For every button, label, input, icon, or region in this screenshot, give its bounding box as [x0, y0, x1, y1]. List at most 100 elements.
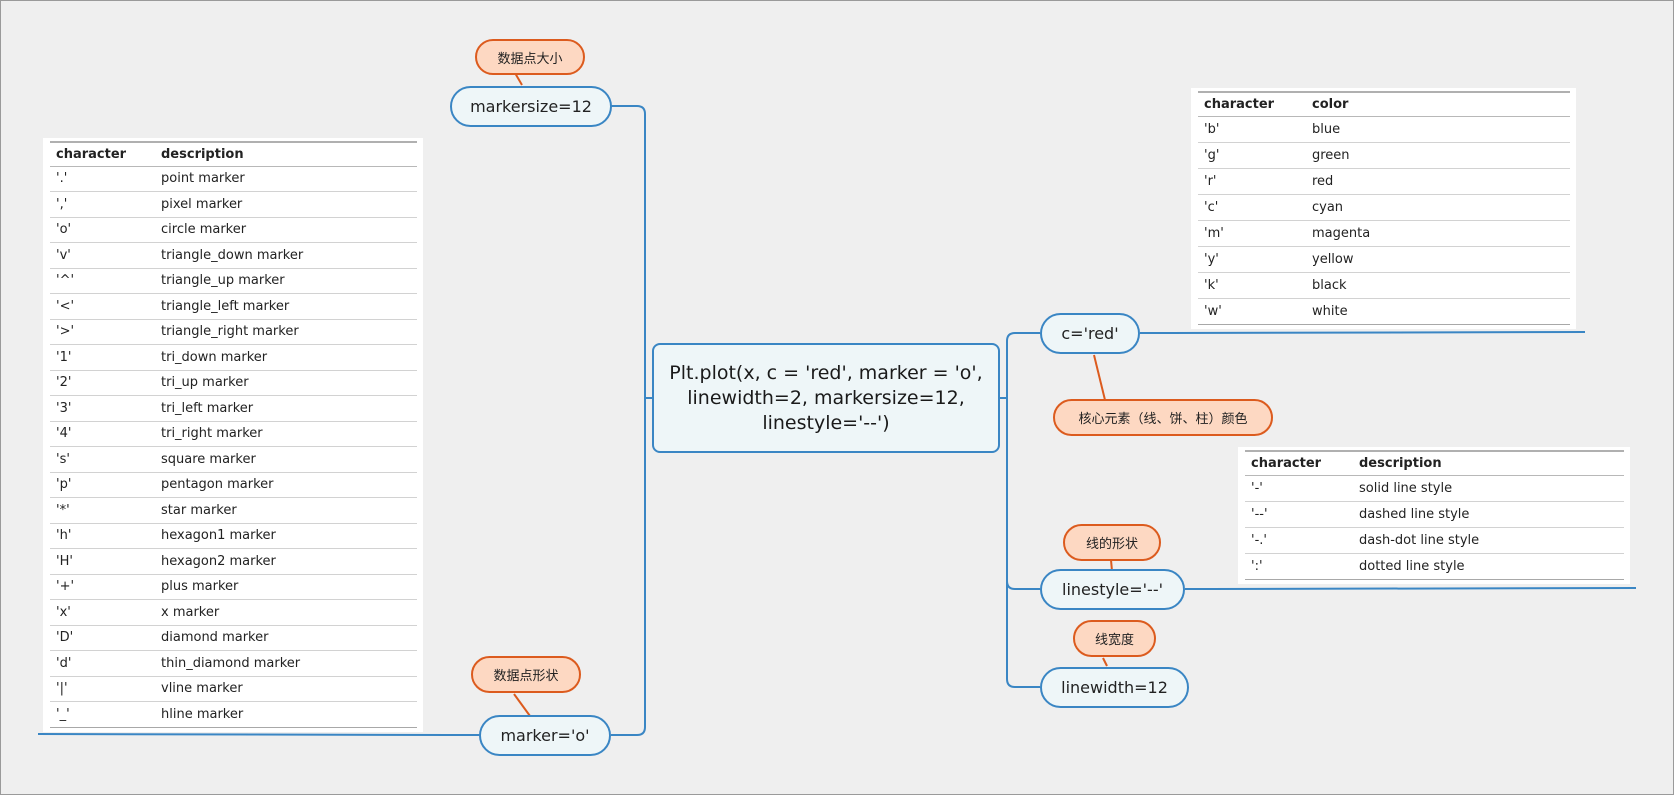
- table-cell-character: '4': [56, 426, 72, 442]
- table-cell-description: plus marker: [161, 579, 239, 595]
- table-cell-character: ':': [1251, 559, 1263, 574]
- table-cell-description: green: [1312, 148, 1350, 163]
- topic-markersize[interactable]: markersize=12: [450, 86, 612, 127]
- table-row: 'x'x marker: [50, 600, 417, 626]
- table-cell-character: '3': [56, 400, 72, 416]
- table-row: 'v'triangle_down marker: [50, 243, 417, 269]
- table-row: 'r' red: [1198, 169, 1570, 195]
- table-row: 'y'yellow: [1198, 247, 1570, 273]
- table-row: 'o'circle marker: [50, 218, 417, 243]
- table-cell-description: tri_left marker: [161, 400, 254, 416]
- central-topic-line-3: linestyle='--'): [762, 411, 890, 434]
- note-link-color: [1093, 354, 1106, 401]
- table-header-cell: color: [1312, 97, 1349, 112]
- branch-line-color: [1000, 332, 1040, 399]
- table-row: '<'triangle_left marker: [50, 294, 417, 320]
- table-cell-character: '^': [56, 273, 75, 289]
- topic-markersize-label: markersize=12: [470, 97, 592, 116]
- table-cell-description: tri_right marker: [161, 426, 263, 442]
- table-row: '.'point marker: [50, 167, 417, 192]
- table-cell-description: tri_up marker: [161, 375, 249, 391]
- table-cell-description: white: [1312, 304, 1348, 319]
- table-cell-character: 'k': [1204, 278, 1219, 293]
- table-row: '3' tri_left marker: [50, 396, 417, 422]
- table-cell-description: triangle_up marker: [161, 273, 285, 289]
- table-cell-description: dashed line style: [1359, 507, 1470, 522]
- table-row: 'w'white: [1198, 299, 1570, 325]
- table-row: 'k' black: [1198, 273, 1570, 299]
- table-row: ',' pixel marker: [50, 192, 417, 218]
- table-row: 'c'cyan: [1198, 195, 1570, 221]
- note-linestyle[interactable]: 线的形状: [1063, 524, 1161, 561]
- table-cell-character: '--': [1251, 507, 1268, 522]
- table-cell-character: 'D': [56, 630, 74, 646]
- table-cell-description: pixel marker: [161, 196, 243, 212]
- table-cell-description: diamond marker: [161, 630, 269, 646]
- table-cell-character: 'o': [56, 222, 72, 238]
- topic-color[interactable]: c='red': [1040, 313, 1140, 354]
- central-topic[interactable]: Plt.plot(x, c = 'red', marker = 'o', lin…: [652, 343, 1000, 453]
- table-cell-character: 'h': [56, 528, 72, 544]
- note-marker[interactable]: 数据点形状: [471, 656, 581, 693]
- table-cell-character: 'd': [56, 655, 72, 671]
- note-markersize-label: 数据点大小: [497, 51, 563, 67]
- table-cell-character: '1': [56, 349, 72, 365]
- table-cell-character: '>': [56, 324, 75, 340]
- table-row: 'g' green: [1198, 143, 1570, 169]
- table-cell-character: 'b': [1204, 122, 1220, 137]
- note-link-marker: [513, 693, 531, 717]
- table-row: '2' tri_up marker: [50, 371, 417, 396]
- note-linewidth[interactable]: 线宽度: [1073, 620, 1156, 657]
- note-markersize[interactable]: 数据点大小: [475, 39, 585, 75]
- table-row: '-'solid line style: [1245, 476, 1624, 502]
- note-linestyle-label: 线的形状: [1085, 537, 1138, 552]
- note-color[interactable]: 核心元素（线、饼、柱）颜色: [1053, 399, 1273, 436]
- table-cell-description: cyan: [1312, 200, 1344, 215]
- branch-line-linewidth: [1006, 581, 1040, 688]
- table-row: 'p'pentagon marker: [50, 473, 417, 498]
- branch-line-markersize: [611, 105, 652, 399]
- branch-line-marker: [611, 398, 646, 736]
- table-cell-description: yellow: [1312, 252, 1354, 267]
- table-header-cell: description: [161, 146, 244, 162]
- table-row: '1' tri_down marker: [50, 345, 417, 371]
- table-row: 'd' thin_diamond marker: [50, 651, 417, 677]
- table-header-cell: character: [56, 146, 127, 162]
- table-row: ':'dotted line style: [1245, 554, 1624, 580]
- note-link-markersize: [514, 72, 523, 86]
- table-cell-description: square marker: [161, 451, 256, 467]
- central-topic-line-2: linewidth=2, markersize=12,: [687, 386, 965, 409]
- branch-line-linestyle: [1006, 398, 1040, 590]
- table-cell-description: solid line style: [1359, 481, 1453, 496]
- table-cell-character: 'g': [1204, 148, 1220, 163]
- table-cell-character: ',': [56, 196, 68, 212]
- topic-linewidth[interactable]: linewidth=12: [1040, 667, 1189, 708]
- table-cell-description: triangle_down marker: [161, 247, 304, 263]
- table-cell-description: star marker: [161, 502, 237, 518]
- table-cell-character: '2': [56, 375, 72, 391]
- table-cell-character: 'r': [1204, 174, 1217, 189]
- table-row: '-.'dash-dot line style: [1245, 528, 1624, 554]
- table-row: '*' star marker: [50, 498, 417, 524]
- central-topic-line-1: Plt.plot(x, c = 'red', marker = 'o',: [669, 361, 983, 384]
- table-row: 's'square marker: [50, 447, 417, 473]
- table-cell-description: red: [1312, 174, 1334, 189]
- table-row: '_'hline marker: [50, 702, 417, 728]
- table-row: 'h'hexagon1 marker: [50, 524, 417, 549]
- table-cell-description: hexagon2 marker: [161, 553, 276, 569]
- table-cell-description: thin_diamond marker: [161, 655, 301, 671]
- table-cell-description: blue: [1312, 122, 1341, 137]
- table-cell-character: '*': [56, 502, 70, 518]
- table-cell-description: triangle_right marker: [161, 324, 299, 340]
- table-cell-description: pentagon marker: [161, 477, 274, 493]
- table-cell-description: hline marker: [161, 706, 244, 722]
- topic-marker[interactable]: marker='o': [479, 715, 611, 756]
- table-cell-character: '+': [56, 579, 75, 595]
- attach-line-marker-table: [37, 733, 480, 736]
- table-cell-description: tri_down marker: [161, 349, 268, 365]
- table-cell-description: black: [1312, 278, 1347, 293]
- topic-linestyle[interactable]: linestyle='--': [1040, 569, 1185, 610]
